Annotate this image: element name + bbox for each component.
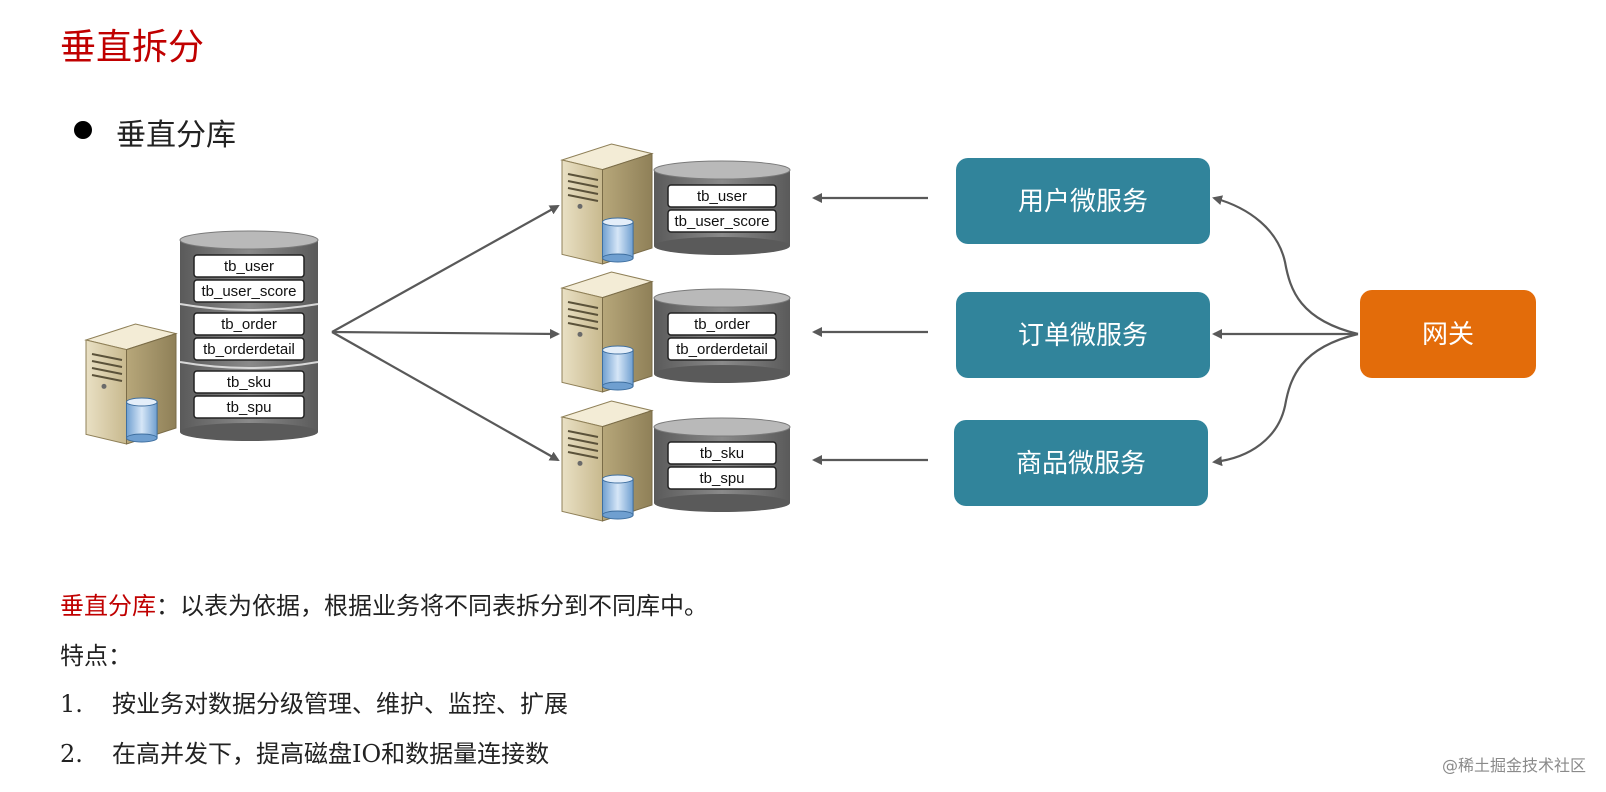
table-name: tb_orderdetail	[676, 341, 768, 358]
table-label-box	[667, 466, 777, 490]
table-label-box	[193, 395, 305, 419]
table-name: tb_order	[694, 316, 750, 333]
split-arrow	[331, 205, 560, 333]
split-arrow	[331, 328, 560, 339]
product-service-box-label: 商品微服务	[1016, 449, 1146, 479]
database-stack: tb_order tb_orderdetail	[653, 288, 791, 383]
table-label-box	[667, 312, 777, 336]
feature-item: 1. 按业务对数据分级管理、维护、监控、扩展	[60, 684, 568, 719]
order-service-box-label: 订单微服务	[1018, 321, 1148, 351]
feature-number: 2.	[60, 740, 83, 768]
database-icon	[602, 474, 634, 520]
table-name: tb_spu	[226, 399, 271, 416]
table-label-box	[193, 254, 305, 278]
feature-number: 1.	[60, 690, 83, 718]
feature-text: 在高并发下，提高磁盘IO和数据量连接数	[112, 740, 550, 768]
table-name: tb_orderdetail	[203, 341, 295, 358]
vertical-split-diagram: tb_user tb_user_score tb_order tb_orderdeta…	[84, 143, 1536, 522]
table-name: tb_sku	[700, 445, 744, 462]
table-name: tb_spu	[699, 470, 744, 487]
table-name: tb_user_score	[201, 283, 296, 300]
table-label-box	[667, 184, 777, 208]
definition-text: 垂直分库：以表为依据，根据业务将不同表拆分到不同库中。	[60, 586, 708, 621]
product-service-box: 商品微服务	[954, 420, 1208, 506]
table-name: tb_user	[697, 188, 747, 205]
table-label-box	[667, 337, 777, 361]
split-arrow	[331, 331, 560, 461]
server-icon	[560, 143, 654, 265]
database-icon	[126, 397, 158, 443]
server-icon	[560, 400, 654, 522]
page-title: 垂直拆分	[60, 27, 205, 68]
features-heading: 特点：	[60, 642, 132, 670]
user-service-box: 用户微服务	[956, 158, 1210, 244]
bullet-dot	[74, 121, 92, 139]
gateway-arrow	[1212, 332, 1359, 467]
bullet-heading: 垂直分库	[116, 118, 236, 153]
database-icon	[602, 217, 634, 263]
table-name: tb_sku	[227, 374, 271, 391]
server-icon	[560, 271, 654, 393]
table-label-box	[667, 209, 777, 233]
table-label-box	[193, 312, 305, 336]
gateway-box: 网关	[1360, 290, 1536, 378]
table-name: tb_order	[221, 316, 277, 333]
order-service-box: 订单微服务	[956, 292, 1210, 378]
gateway-arrow	[1212, 195, 1359, 336]
table-name: tb_user	[224, 258, 274, 275]
table-label-box	[193, 337, 305, 361]
database-stack: tb_user tb_user_score tb_order tb_orderdeta…	[179, 230, 319, 441]
user-service-box-label: 用户微服务	[1018, 187, 1148, 217]
feature-text: 按业务对数据分级管理、维护、监控、扩展	[112, 690, 568, 718]
definition-body: ：以表为依据，根据业务将不同表拆分到不同库中。	[156, 592, 708, 620]
watermark: @稀土掘金技术社区	[1441, 756, 1586, 775]
feature-item: 2. 在高并发下，提高磁盘IO和数据量连接数	[60, 734, 549, 769]
database-stack: tb_sku tb_spu	[653, 417, 791, 512]
database-stack: tb_user tb_user_score	[653, 160, 791, 255]
definition-term: 垂直分库	[60, 592, 156, 620]
table-label-box	[667, 441, 777, 465]
table-name: tb_user_score	[674, 213, 769, 230]
table-label-box	[193, 279, 305, 303]
table-label-box	[193, 370, 305, 394]
database-icon	[602, 345, 634, 391]
gateway-box-label: 网关	[1422, 320, 1474, 350]
server-icon	[84, 323, 178, 445]
